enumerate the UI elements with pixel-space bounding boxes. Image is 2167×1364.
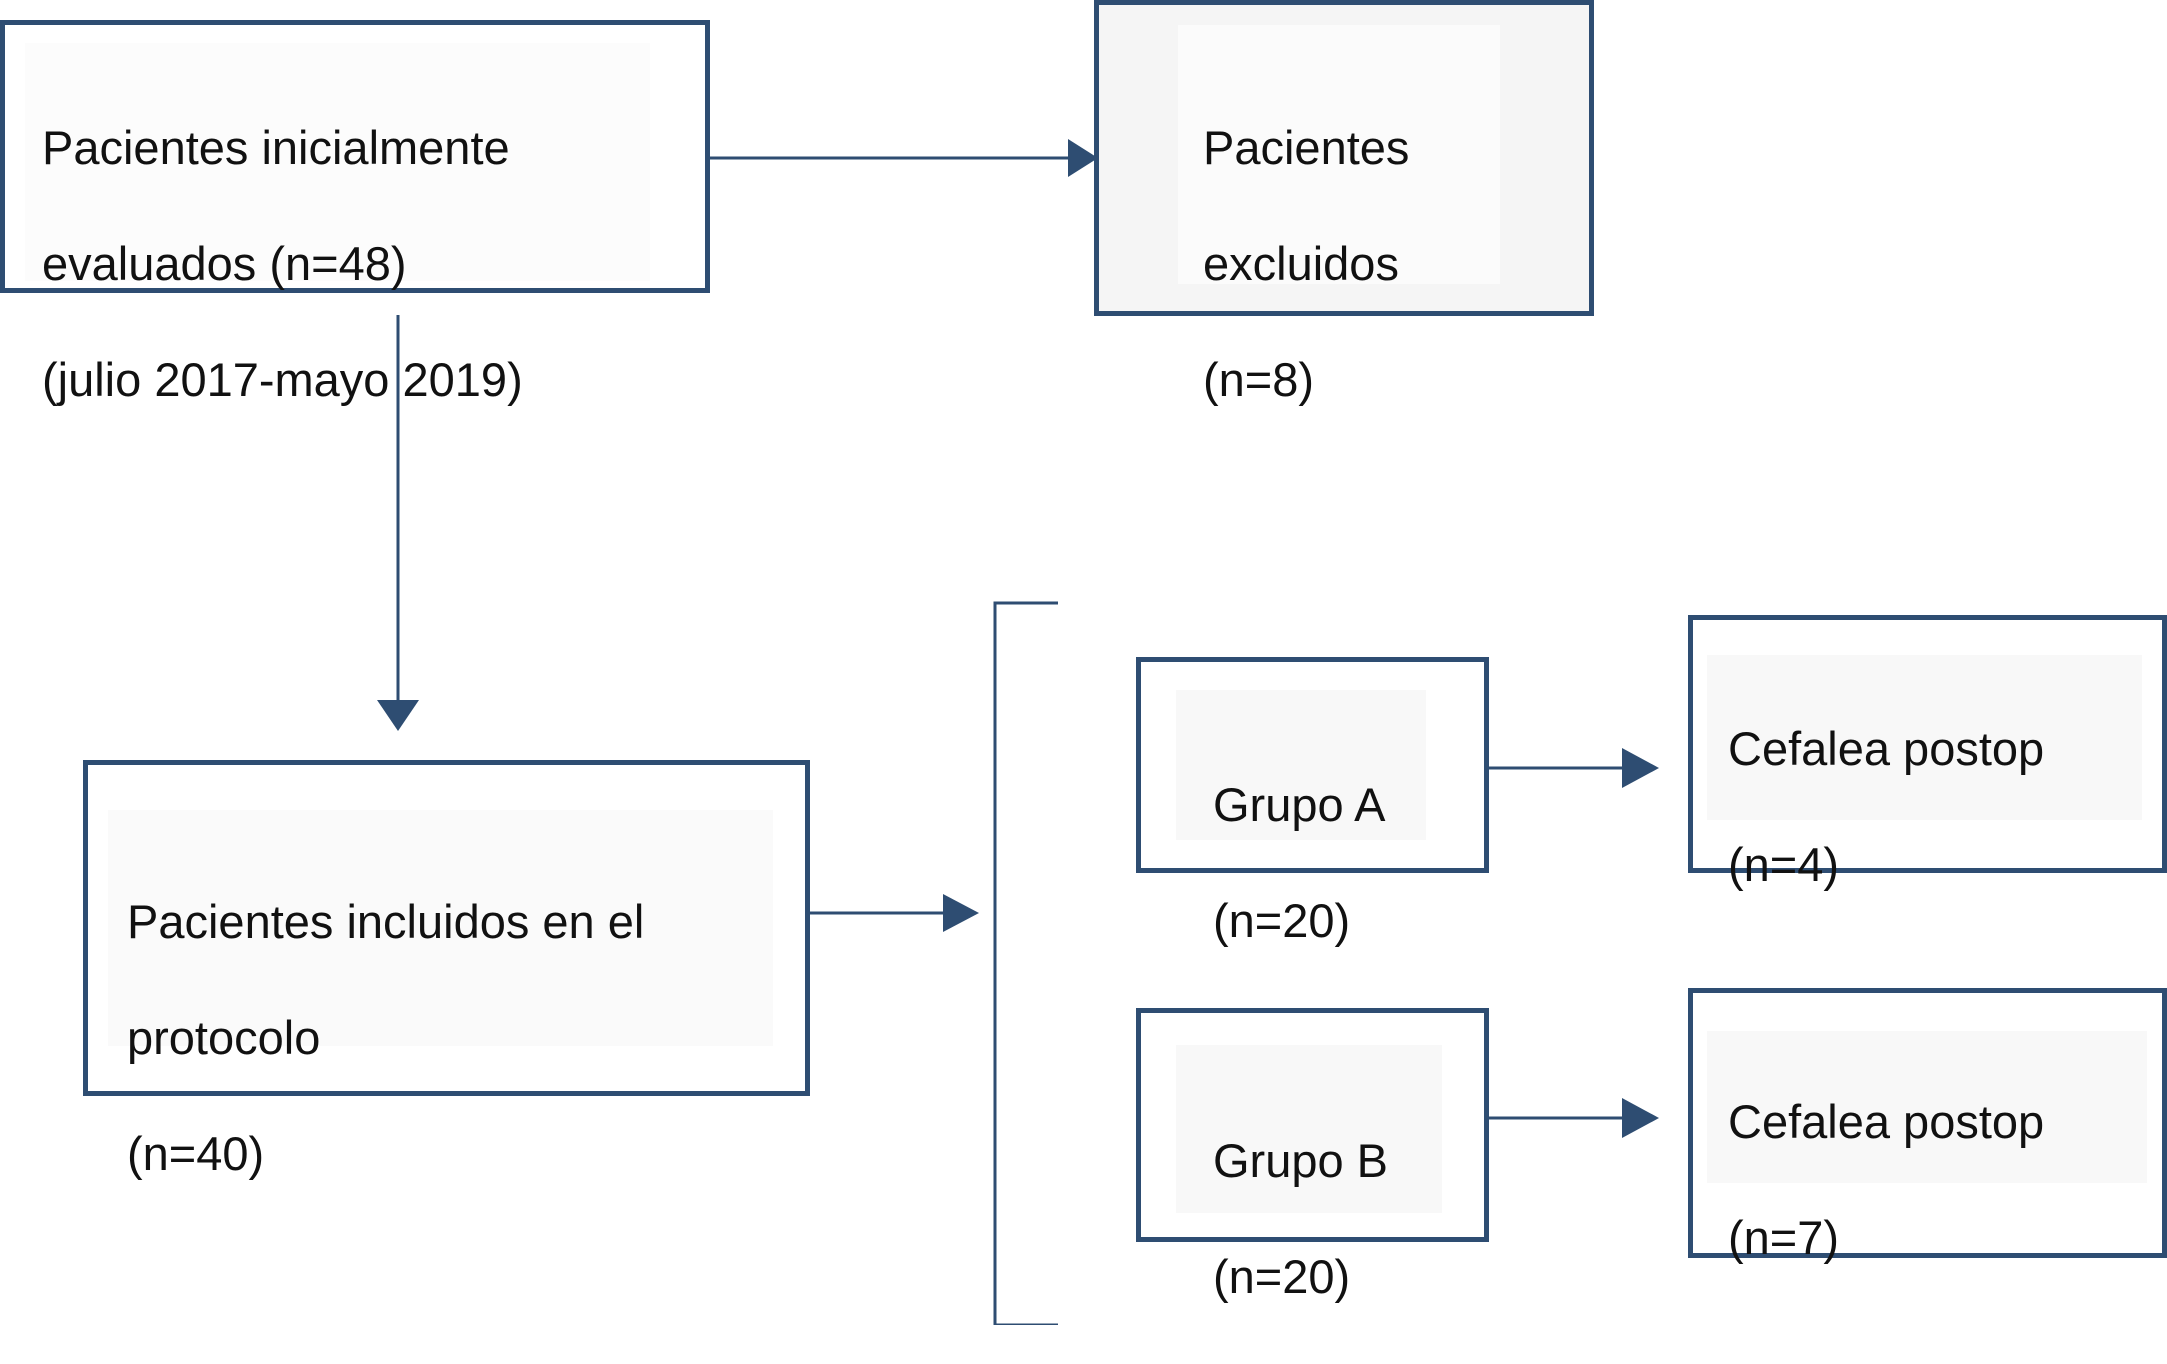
arrowhead-down-icon [377,700,419,731]
node-text-panel [1707,655,2142,820]
node-text-panel [1176,690,1426,840]
node-excluded-text: Pacientes excluidos (n=8) [1203,61,1409,467]
arrowhead-right-icon [1622,1098,1659,1138]
node-initial-text: Pacientes inicialmente evaluados (n=48) … [42,61,523,467]
node-text-panel [1176,1045,1442,1213]
included-line-2: protocolo [127,1011,321,1064]
initial-line-3: (julio 2017-mayo 2019) [42,353,523,406]
node-text-panel [1707,1031,2147,1183]
connector-layer [377,139,1659,1325]
node-included-patients: Pacientes incluidos en el protocolo (n=4… [83,760,810,1180]
flow-diagram: Pacientes inicialmente evaluados (n=48) … [0,0,2167,1325]
initial-line-2: evaluados (n=48) [42,237,407,290]
group-b-line-2: (n=20) [1213,1250,1351,1303]
node-text-panel [108,810,773,1046]
node-headache-a: Cefalea postop (n=4) [1688,615,2167,891]
included-line-1: Pacientes incluidos en el [127,895,645,948]
node-group-a: Grupo A (n=20) [1136,657,1489,947]
headache-b-line-1: Cefalea postop [1728,1095,2045,1148]
headache-a-line-2: (n=4) [1728,838,1840,891]
excluded-line-3: (n=8) [1203,353,1315,406]
headache-b-line-2: (n=7) [1728,1211,1840,1264]
node-excluded-patients: Pacientes excluidos (n=8) [1094,0,1594,406]
node-headache-b-text: Cefalea postop (n=7) [1728,1035,2044,1325]
node-headache-b: Cefalea postop (n=7) [1688,988,2167,1264]
arrowhead-right-icon [943,894,979,932]
group-a-line-2: (n=20) [1213,894,1351,947]
node-group-b-text: Grupo B (n=20) [1213,1074,1388,1364]
group-a-line-1: Grupo A [1213,778,1386,831]
arrowhead-right-icon [1068,139,1098,177]
node-headache-a-text: Cefalea postop (n=4) [1728,662,2044,952]
group-b-line-1: Grupo B [1213,1134,1389,1187]
node-included-text: Pacientes incluidos en el protocolo (n=4… [127,835,644,1241]
group-bracket [993,601,1058,1325]
node-group-b: Grupo B (n=20) [1136,1008,1489,1303]
initial-line-1: Pacientes inicialmente [42,121,510,174]
node-text-panel [25,43,650,281]
node-initial-patients: Pacientes inicialmente evaluados (n=48) … [0,20,710,406]
node-text-panel [1178,25,1500,284]
included-line-3: (n=40) [127,1127,265,1180]
node-group-a-text: Grupo A (n=20) [1213,718,1385,1008]
excluded-line-2: excluidos [1203,237,1399,290]
headache-a-line-1: Cefalea postop [1728,722,2045,775]
arrowhead-right-icon [1622,748,1659,788]
excluded-line-1: Pacientes [1203,121,1410,174]
